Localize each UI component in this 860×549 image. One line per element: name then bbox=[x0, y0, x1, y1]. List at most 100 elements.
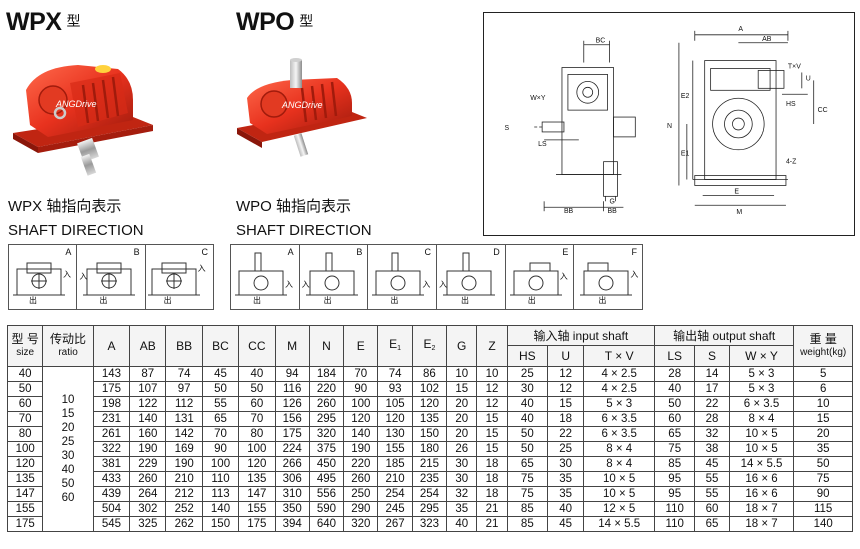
col-weight: 重 量 weight(kg) bbox=[793, 325, 853, 367]
col-a: A bbox=[92, 325, 131, 367]
table-cell: 100 bbox=[238, 441, 276, 457]
ratio-value: 30 bbox=[61, 450, 75, 462]
table-cell: 14 bbox=[694, 366, 730, 382]
table-cell: 85 bbox=[506, 501, 549, 517]
table-cell: 40 bbox=[654, 381, 696, 397]
wpx-direction-strip: A 入 出 B 入 出 C bbox=[8, 244, 214, 310]
table-cell: 70 bbox=[6, 411, 44, 427]
direction-letter: D bbox=[493, 247, 500, 257]
table-cell: 295 bbox=[411, 501, 448, 517]
table-cell: 100 bbox=[6, 441, 44, 457]
wpo-direction-b: B 入 出 bbox=[300, 245, 369, 309]
input-shaft-group: 输入轴 input shaft bbox=[506, 325, 656, 346]
table-cell: 190 bbox=[165, 456, 203, 472]
table-cell: 15 bbox=[476, 411, 508, 427]
dim-label-wy: W×Y bbox=[530, 95, 546, 102]
table-cell: 100 bbox=[201, 456, 240, 472]
direction-letter: B bbox=[356, 247, 363, 257]
col-tv: T × V bbox=[583, 345, 656, 367]
table-cell: 262 bbox=[165, 516, 203, 532]
table-cell: 504 bbox=[92, 501, 131, 517]
table-cell: 50 bbox=[793, 456, 853, 472]
input-mark: 入 bbox=[301, 280, 310, 289]
table-cell: 556 bbox=[308, 486, 345, 502]
wpx-caption-cn: WPX 轴指向表示 bbox=[8, 198, 122, 215]
output-mark: 出 bbox=[29, 296, 37, 305]
table-cell: 40 bbox=[446, 516, 478, 532]
table-cell: 10 × 5 bbox=[583, 486, 656, 502]
table-cell: 8 × 4 bbox=[583, 441, 656, 457]
table-cell: 12 × 5 bbox=[583, 501, 656, 517]
table-cell: 147 bbox=[238, 486, 276, 502]
col-g: G bbox=[446, 325, 478, 367]
col-n: N bbox=[308, 325, 345, 367]
table-cell: 30 bbox=[547, 456, 585, 472]
table-cell: 135 bbox=[238, 471, 276, 487]
table-cell: 290 bbox=[343, 501, 379, 517]
table-cell: 320 bbox=[343, 516, 379, 532]
direction-letter: C bbox=[201, 247, 208, 257]
table-cell: 220 bbox=[308, 381, 345, 397]
dim-label-e2: E2 bbox=[681, 93, 690, 100]
table-cell: 50 bbox=[6, 381, 44, 397]
table-cell: 135 bbox=[411, 411, 448, 427]
table-cell: 110 bbox=[201, 471, 240, 487]
table-cell: 102 bbox=[411, 381, 448, 397]
table-cell: 126 bbox=[274, 396, 310, 412]
table-cell: 8 × 4 bbox=[583, 456, 656, 472]
dim-label-a: A bbox=[738, 26, 743, 33]
table-cell: 110 bbox=[654, 501, 696, 517]
table-cell: 87 bbox=[129, 366, 167, 382]
table-cell: 65 bbox=[654, 426, 696, 442]
table-cell: 60 bbox=[238, 396, 276, 412]
table-cell: 245 bbox=[377, 501, 413, 517]
table-cell: 75 bbox=[506, 471, 549, 487]
table-cell: 15 bbox=[476, 426, 508, 442]
col-ratio: 传动比 ratio bbox=[42, 325, 94, 367]
table-cell: 260 bbox=[343, 471, 379, 487]
input-mark: 入 bbox=[63, 270, 71, 279]
table-cell: 16 × 6 bbox=[728, 486, 795, 502]
col-wy: W × Y bbox=[728, 345, 795, 367]
table-cell: 375 bbox=[308, 441, 345, 457]
table-cell: 45 bbox=[547, 516, 585, 532]
wpo-caption: WPO 轴指向表示 SHAFT DIRECTION bbox=[236, 195, 372, 243]
ratio-value: 10 bbox=[61, 394, 75, 406]
table-cell: 190 bbox=[343, 441, 379, 457]
dim-label-g: G bbox=[610, 198, 615, 205]
table-cell: 140 bbox=[201, 501, 240, 517]
dim-label-tv: T×V bbox=[788, 64, 801, 71]
table-cell: 381 bbox=[92, 456, 131, 472]
table-cell: 15 bbox=[476, 441, 508, 457]
table-cell: 155 bbox=[238, 501, 276, 517]
table-cell: 147 bbox=[6, 486, 44, 502]
table-cell: 18 × 7 bbox=[728, 501, 795, 517]
table-cell: 107 bbox=[129, 381, 167, 397]
table-cell: 113 bbox=[201, 486, 240, 502]
direction-letter: E bbox=[562, 247, 569, 257]
table-cell: 95 bbox=[654, 486, 696, 502]
table-cell: 80 bbox=[238, 426, 276, 442]
wpo-brand: ANGDrive bbox=[281, 100, 323, 110]
table-cell: 55 bbox=[201, 396, 240, 412]
table-cell: 122 bbox=[129, 396, 167, 412]
output-mark: 出 bbox=[99, 296, 108, 305]
table-cell: 310 bbox=[274, 486, 310, 502]
table-cell: 35 bbox=[446, 501, 478, 517]
wpo-model-name: WPO bbox=[236, 8, 295, 36]
table-cell: 60 bbox=[6, 396, 44, 412]
table-cell: 65 bbox=[694, 516, 730, 532]
table-cell: 5 × 3 bbox=[583, 396, 656, 412]
direction-diagram bbox=[372, 252, 425, 296]
table-cell: 394 bbox=[274, 516, 310, 532]
table-cell: 140 bbox=[129, 411, 167, 427]
wpo-direction-a: A 出 入 bbox=[231, 245, 300, 309]
table-cell: 12 bbox=[476, 381, 508, 397]
table-cell: 45 bbox=[694, 456, 730, 472]
dim-label-z: 4-Z bbox=[786, 159, 797, 166]
dim-label-n: N bbox=[667, 123, 672, 130]
table-cell: 140 bbox=[343, 426, 379, 442]
